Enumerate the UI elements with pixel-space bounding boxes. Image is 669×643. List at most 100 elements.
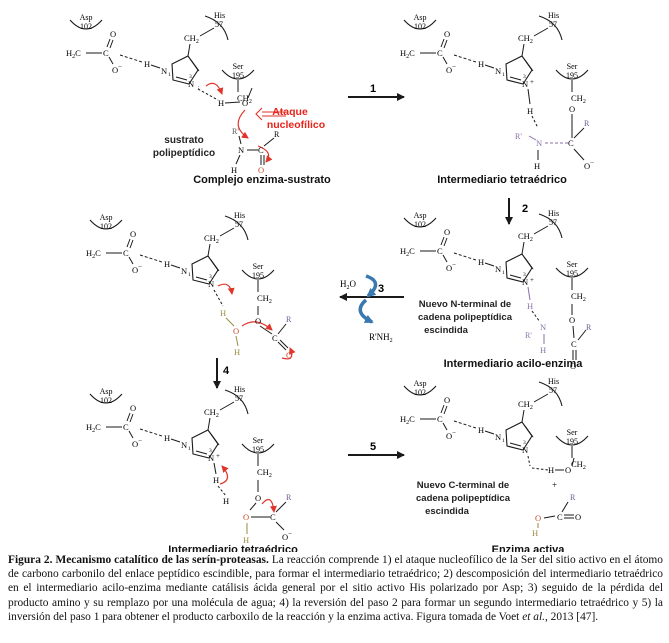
his-n3-h: H	[527, 106, 533, 116]
sustrato-label: sustrato	[164, 135, 203, 146]
asp-carboxyl-c: C	[123, 422, 129, 432]
tetrahedral-c: C	[568, 138, 574, 148]
acyl-c: C	[571, 339, 577, 349]
ser-label: Ser	[253, 262, 264, 271]
his-number: 57	[215, 20, 223, 29]
caption-reference: , 2013 [47].	[544, 610, 599, 623]
substrate-nh-h: H	[231, 165, 237, 175]
hydroxyl-h: H	[243, 535, 249, 545]
his-n3-h: H	[527, 301, 533, 311]
ser-number: 195	[232, 71, 244, 80]
asp-label: Asp	[100, 213, 113, 222]
ser-number: 195	[252, 271, 264, 280]
figure-caption: Figura 2. Mecanismo catalítico de las se…	[8, 553, 663, 624]
his-n3-index: 3	[523, 272, 526, 278]
mechanism-svg: Asp 102 H2C C O O− H N 1 CH2	[66, 11, 594, 556]
ser-number: 195	[566, 269, 578, 278]
ser-number: 195	[252, 445, 264, 454]
nuevo-n-line-1: Nuevo N-terminal de	[419, 299, 511, 310]
his-ch2: CH2	[518, 231, 533, 243]
his-n1-index: 1	[168, 72, 171, 78]
h2c-label: H2C	[400, 246, 415, 258]
asp-carbonyl-o: O	[130, 403, 136, 413]
nuevo-n-line-3: escindida	[424, 325, 469, 336]
his-n3-h: H	[213, 475, 219, 485]
acyl-c: C	[272, 333, 278, 343]
amine-n: N	[540, 322, 546, 332]
catalytic-triad: Asp 102 H2C C O O− H N 1 CH2	[66, 11, 255, 105]
his-number: 57	[549, 386, 557, 395]
ser-number: 195	[566, 437, 578, 446]
his-number: 57	[549, 218, 557, 227]
asp-label: Asp	[414, 13, 427, 22]
r-group: R	[586, 323, 592, 332]
his-n1: N	[181, 266, 187, 276]
asp-label: Asp	[80, 13, 93, 22]
acilo-title: Intermediario acilo-enzima	[444, 358, 584, 370]
asp-carboxyl-c: C	[437, 414, 443, 424]
asp-o-minus: O−	[446, 63, 456, 75]
water-in-arrow	[365, 274, 378, 298]
ser-label: Ser	[233, 62, 244, 71]
acyl-o: O	[570, 361, 576, 371]
his-nh-h: H	[144, 59, 150, 69]
product-r: R	[570, 493, 576, 502]
oxyanion: O−	[282, 530, 292, 542]
his-ch2: CH2	[184, 33, 199, 45]
his-n3: N	[188, 79, 194, 89]
his-ch2: CH2	[518, 33, 533, 45]
asp-label: Asp	[100, 387, 113, 396]
asp-carboxyl-c: C	[437, 48, 443, 58]
ser-o: O	[569, 315, 575, 325]
his-nh-h: H	[164, 433, 170, 443]
asp-o-minus: O−	[132, 437, 142, 449]
product-carbonyl-o: O	[575, 512, 581, 522]
tetrahedral-c: C	[270, 512, 276, 522]
acyl-o: O	[286, 350, 292, 360]
panel-agua: Asp 102 H2C C O O− H N 1 CH2	[86, 211, 296, 360]
r-group: R	[286, 493, 292, 502]
catalytic-triad: Asp 102 H2C C O O− H N 1 CH2	[86, 211, 275, 305]
n3-plus: +	[530, 78, 534, 86]
asp-o-minus: O−	[132, 263, 142, 275]
step-5-label: 5	[370, 441, 376, 453]
asp-label: Asp	[414, 379, 427, 388]
amine-out-arrow	[358, 298, 374, 324]
h2c-label: H2C	[66, 48, 81, 60]
complejo-title: Complejo enzima-sustrato	[193, 174, 331, 186]
his-n1: N	[495, 432, 501, 442]
his-n3-index: 3	[209, 448, 212, 454]
ser-hydroxyl-o: O	[242, 98, 248, 108]
asp-number: 102	[414, 220, 426, 229]
enzima-activa-title: Enzima activa	[492, 544, 566, 552]
ser-label: Ser	[567, 428, 578, 437]
r-prime: R'	[515, 132, 522, 141]
amine-label: R'NH2	[369, 332, 393, 344]
his-ch2: CH2	[204, 407, 219, 419]
ser-ch2: CH2	[237, 93, 252, 105]
plus-sign: +	[552, 480, 557, 490]
polipeptidico-label: polipeptídico	[153, 148, 215, 159]
his-n3-index: 3	[523, 74, 526, 80]
his-n3-index: 3	[523, 440, 526, 446]
ser-label: Ser	[253, 436, 264, 445]
asp-carbonyl-o: O	[444, 227, 450, 237]
his-label: His	[548, 209, 559, 218]
asp-carboxyl-c: C	[103, 48, 109, 58]
his-n3: N	[522, 79, 528, 89]
his-n1: N	[495, 66, 501, 76]
asp-carboxyl-c: C	[437, 246, 443, 256]
catalytic-triad: Asp 102 H2C C O O− H N 1 CH2	[400, 377, 589, 471]
nuevo-c-line-3: escindida	[425, 506, 470, 517]
his-nh-h: H	[164, 259, 170, 269]
asp-label: Asp	[414, 211, 427, 220]
his-n1-index: 1	[502, 270, 505, 276]
his-ch2: CH2	[518, 399, 533, 411]
ser-h: H	[548, 465, 554, 475]
his-n1: N	[181, 440, 187, 450]
his-nh-h: H	[478, 425, 484, 435]
his-ch2: CH2	[204, 233, 219, 245]
panel-intermediario-2: Asp 102 H2C C O O− H N 1 CH2	[86, 385, 292, 545]
ser-ch2: CH2	[257, 293, 272, 305]
r-prime: R'	[525, 331, 532, 340]
